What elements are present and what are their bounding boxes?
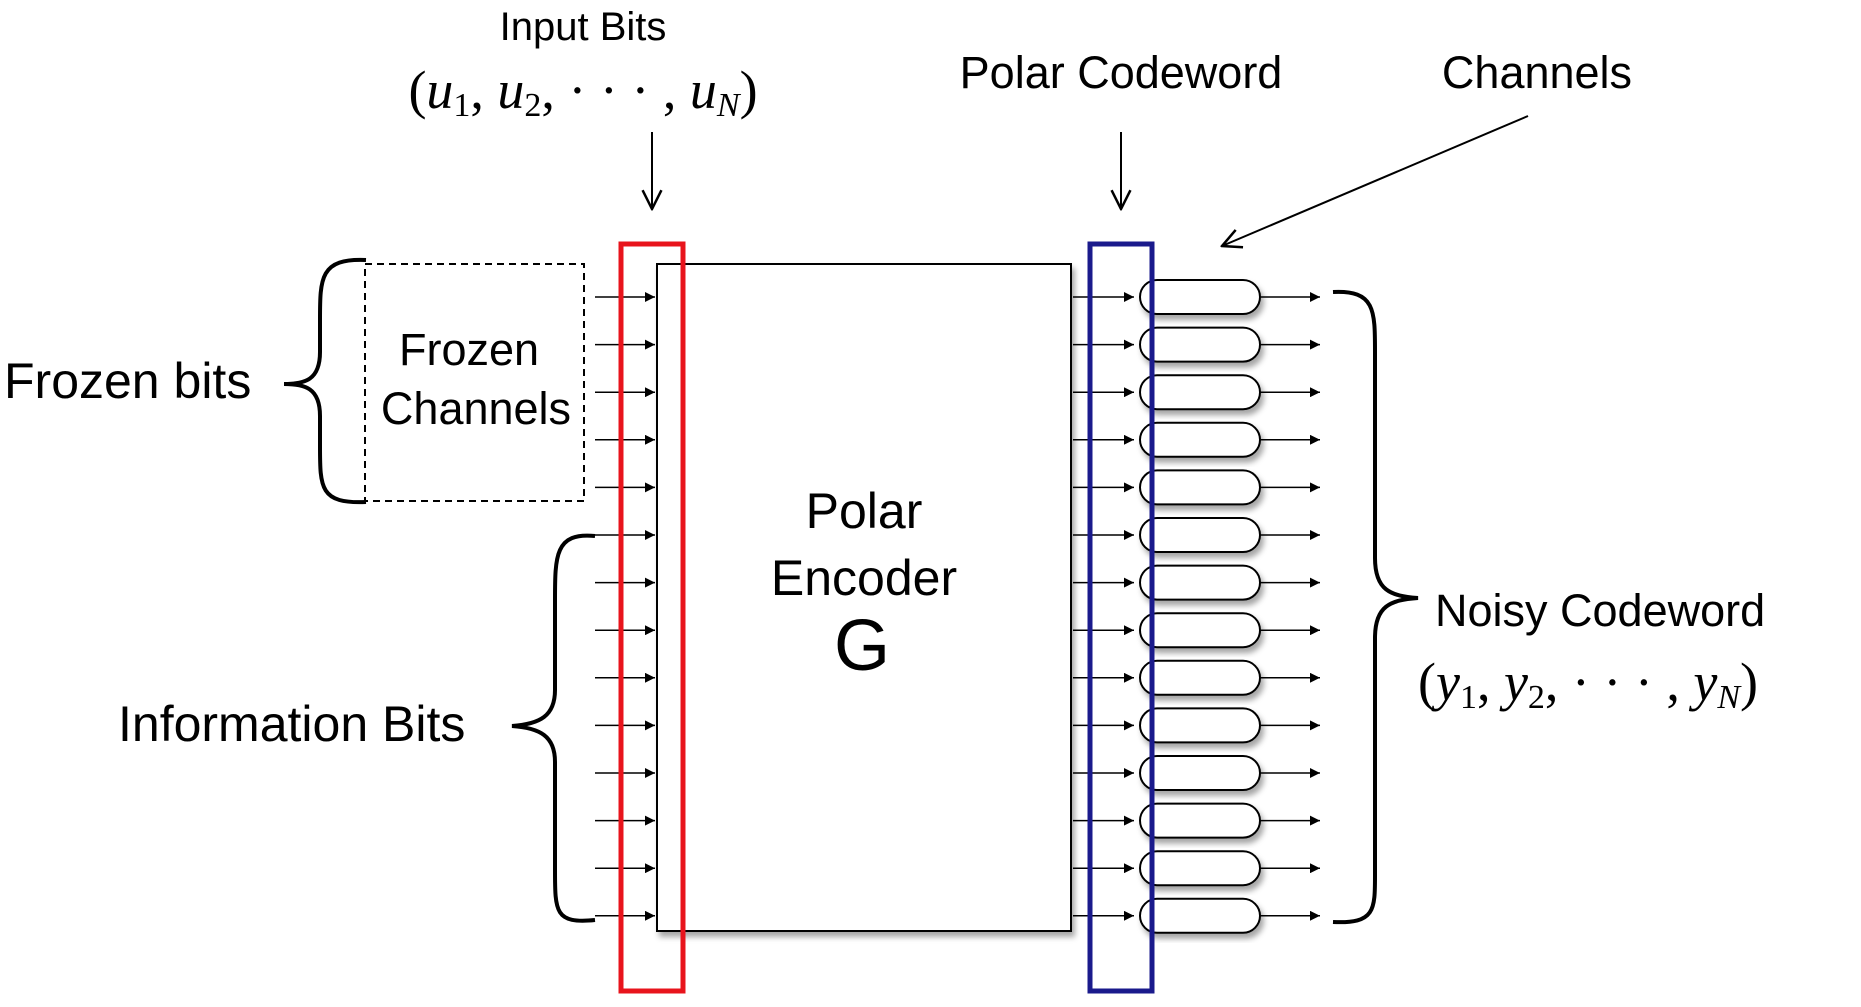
input-vector-u1: u [426,60,453,120]
input-vector: (u1, u2, · · · , uN) [408,60,757,124]
encoder-symbol: G [834,606,890,686]
input-vector-close: ) [740,60,758,120]
channel-8 [1139,612,1261,649]
input-vector-u1-sub: 1 [453,87,470,124]
output-vector: (y1, y2, · · · , yN) [1418,652,1758,716]
output-vector-close: ) [1740,652,1758,712]
channel-5 [1139,469,1261,506]
channel-3 [1139,374,1261,411]
input-bits-highlight-box [618,241,686,994]
encoder-line2: Encoder [771,550,957,606]
output-vector-yN: y [1688,652,1717,712]
information-bits-label: Information Bits [118,696,465,752]
polar-encoder-block [656,263,1072,932]
channel-6 [1139,517,1261,553]
channel-7 [1139,564,1261,601]
channels-label: Channels [1442,47,1632,98]
output-vector-dots: · · · [1572,652,1653,712]
channel-12 [1139,802,1261,839]
output-vector-yN-sub: N [1716,679,1742,716]
information-bits-brace [511,533,596,923]
output-vector-y1-sub: 1 [1460,679,1477,716]
output-vector-y2: y [1499,652,1528,712]
frozen-channels-line2: Channels [381,383,571,434]
input-vector-u2-sub: 2 [524,87,541,124]
frozen-channels-line1: Frozen [399,324,539,375]
input-vector-open: ( [408,60,426,120]
channel-9 [1139,659,1261,696]
bit-rows [595,279,1320,934]
input-vector-u2: u [497,60,524,120]
channel-11 [1139,755,1261,791]
input-vector-uN-sub: N [716,87,742,124]
channel-13 [1139,850,1261,887]
polar-codeword-highlight-box [1087,241,1155,994]
frozen-bits-brace [283,257,367,505]
frozen-bits-label: Frozen bits [4,353,251,409]
frozen-channels-box [364,263,585,502]
channel-14 [1139,897,1261,934]
output-vector-open: ( [1418,652,1436,712]
noisy-codeword-brace [1332,289,1419,925]
output-vector-y1: y [1431,652,1460,712]
input-bits-label: Input Bits [500,5,667,49]
input-vector-dots: · · · [568,60,649,120]
channel-2 [1139,326,1261,363]
output-vector-y2-sub: 2 [1528,679,1545,716]
polar-codeword-label: Polar Codeword [960,47,1283,98]
channel-4 [1139,421,1261,458]
noisy-codeword-label: Noisy Codeword [1435,585,1765,636]
channel-10 [1139,707,1261,744]
input-vector-uN: u [690,60,717,120]
channel-1 [1139,279,1261,315]
channels-arrow [1222,115,1529,246]
encoder-line1: Polar [806,483,923,539]
